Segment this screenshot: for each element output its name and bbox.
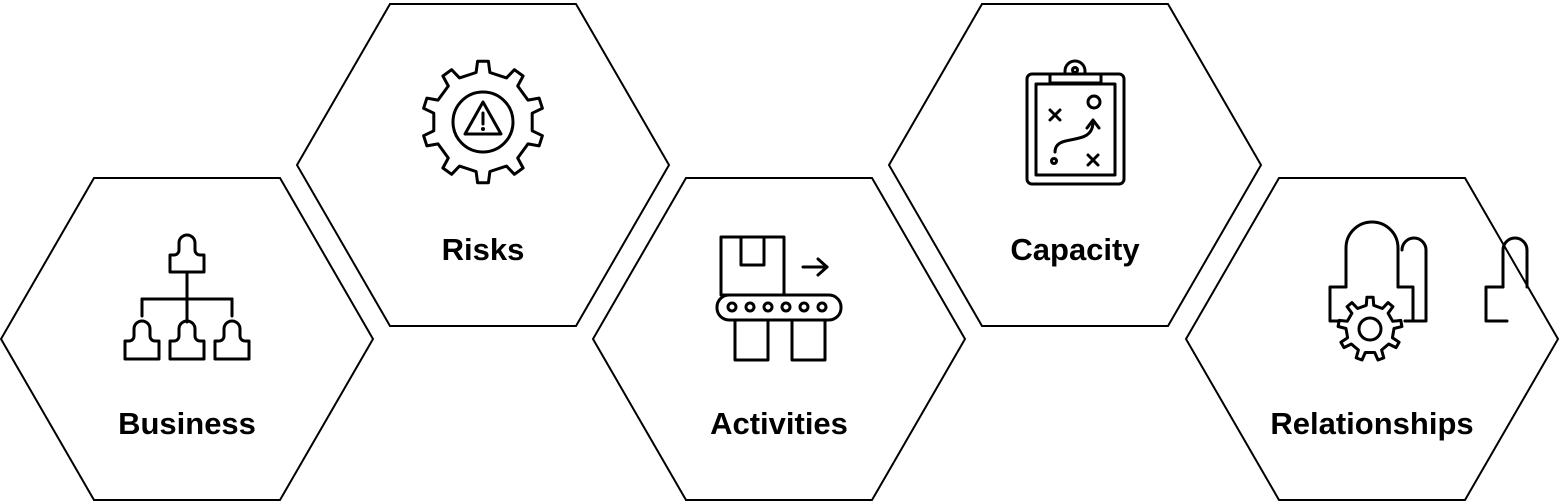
hex-tile-relationships: Relationships: [1184, 177, 1560, 501]
gear-warning-icon: [422, 59, 544, 185]
hex-label: Risks: [442, 232, 525, 267]
team-gear-icon: [1328, 220, 1529, 362]
hexagon-shape: [887, 3, 1263, 327]
hex-label: Business: [118, 406, 256, 441]
hex-tile-risks: Risks: [295, 3, 671, 327]
hexagon-shape: [295, 3, 671, 327]
org-chart-icon: [123, 233, 251, 361]
hex-tile-business: Business: [0, 177, 375, 501]
conveyor-box-icon: [715, 235, 843, 362]
hex-label: Capacity: [1010, 232, 1140, 267]
hex-label: Activities: [710, 406, 848, 441]
hexagon-shape: [591, 177, 967, 501]
hex-tile-capacity: Capacity: [887, 3, 1263, 327]
clipboard-strategy-icon: [1025, 59, 1126, 186]
hexagon-shape: [0, 177, 375, 501]
hex-tile-activities: Activities: [591, 177, 967, 501]
hex-label: Relationships: [1270, 406, 1473, 441]
